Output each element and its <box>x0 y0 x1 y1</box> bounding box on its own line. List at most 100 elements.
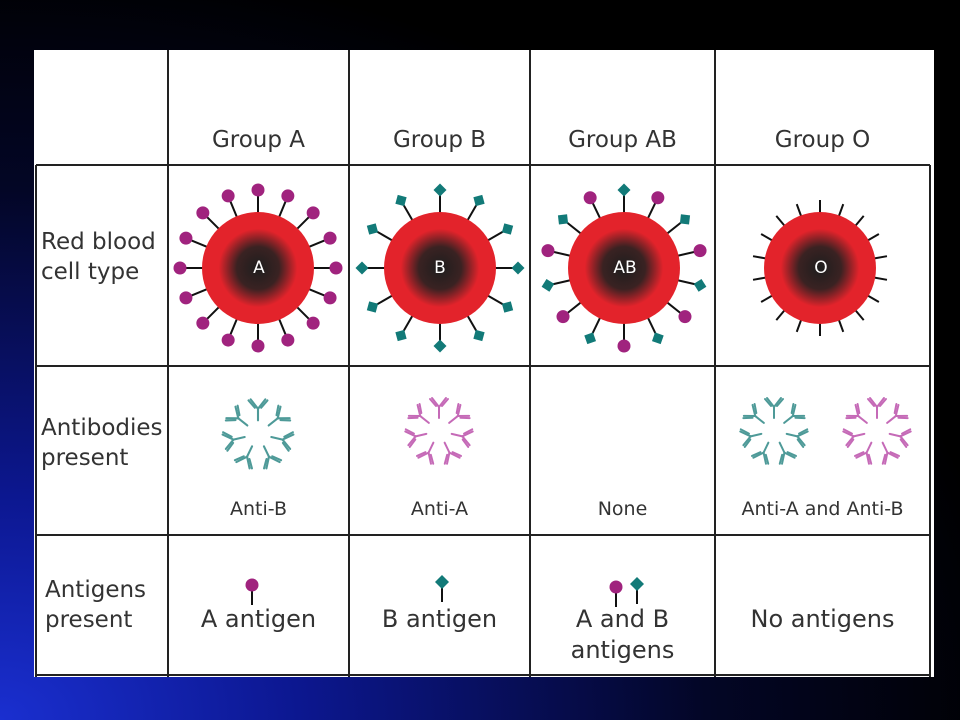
antigen-spike <box>866 294 880 303</box>
antibody-cluster-o-anti-b <box>739 397 809 465</box>
antigen-a-marker <box>556 310 570 324</box>
antibody-y <box>881 441 900 465</box>
antigen-b-marker <box>395 329 407 342</box>
antibody-y <box>233 445 254 470</box>
antibody-y <box>842 428 866 448</box>
row-label-antibodies: Antibodies present <box>41 415 163 471</box>
antigen-spike <box>760 233 774 242</box>
antibody-cluster-o-anti-a <box>842 397 912 465</box>
antibody-cluster-anti-b <box>221 398 295 470</box>
antigen-spike <box>866 233 880 242</box>
antigen-spike <box>752 276 767 281</box>
antibody-y <box>267 404 292 427</box>
antibody-y <box>407 403 430 424</box>
antigen-b-marker <box>541 279 555 292</box>
antibody-y <box>867 397 887 419</box>
antigen-a-marker <box>221 189 235 203</box>
antibody-y <box>764 397 784 419</box>
header-group-b: Group B <box>392 127 487 153</box>
antibody-label-ab: None <box>597 498 648 520</box>
antigen-b-marker <box>395 194 407 207</box>
antibody-y <box>845 403 868 424</box>
antibody-label-a: Anti-B <box>230 498 287 520</box>
antigen-b-marker <box>651 332 664 345</box>
antibody-y <box>270 431 295 452</box>
antigen-spike <box>873 276 888 281</box>
antigen-b-marker <box>617 183 631 197</box>
antibody-y <box>450 428 474 448</box>
antigen-a-marker <box>329 261 343 275</box>
legend-antigen-b-icon <box>435 575 449 602</box>
antibody-y <box>429 397 449 419</box>
antibody-y <box>888 428 912 448</box>
antigen-a-marker <box>281 189 295 203</box>
antibody-y <box>262 445 283 470</box>
antigen-b-marker <box>501 223 514 235</box>
cell-body <box>384 212 496 324</box>
blood-group-table: Group A Group B Group AB Group O Red blo… <box>34 50 934 677</box>
cell-label-a: A <box>253 258 265 278</box>
antigen-b-marker <box>679 214 691 225</box>
antigen-a-marker <box>251 339 265 353</box>
antigen-a-marker <box>196 206 210 220</box>
antibody-label-b: Anti-A <box>410 498 469 520</box>
antibody-label-o: Anti-A and Anti-B <box>741 498 904 520</box>
antigen-a-marker <box>306 206 320 220</box>
antibody-y <box>224 404 249 427</box>
antigen-a-marker <box>281 333 295 347</box>
cell-body <box>764 212 876 324</box>
antigen-b-marker <box>584 332 597 345</box>
antigen-a-marker <box>323 291 337 305</box>
table-grid <box>35 50 931 677</box>
cell-label-ab: AB <box>613 258 637 278</box>
antibody-y <box>854 441 873 465</box>
antigen-a-marker <box>583 191 597 205</box>
antigen-b-marker <box>433 183 447 197</box>
antigen-spike <box>775 308 787 321</box>
antigen-a-marker <box>651 191 665 205</box>
antigen-spike <box>853 308 865 321</box>
antigen-a-marker <box>323 231 337 245</box>
antigen-spike <box>853 215 865 228</box>
antibody-y <box>221 431 246 452</box>
legend-antigen-ab-b-icon <box>630 577 644 604</box>
antigen-a-marker <box>179 231 193 245</box>
header-group-o: Group O <box>774 127 871 153</box>
antigen-b-marker <box>366 301 379 313</box>
antigen-a-marker <box>617 339 631 353</box>
antigen-b-marker <box>433 339 447 353</box>
antigen-spike <box>760 294 774 303</box>
antigen-label-a: A antigen <box>200 605 317 633</box>
antigen-b-marker <box>511 261 525 275</box>
antigen-spike <box>795 203 803 218</box>
antibody-y <box>778 441 797 465</box>
antigen-a-marker <box>678 310 692 324</box>
antibody-y <box>751 441 770 465</box>
cell-label-o: O <box>814 258 828 278</box>
antigen-label-o: No antigens <box>750 605 895 633</box>
cell-drawings <box>173 183 912 607</box>
antigen-a-marker <box>693 244 707 258</box>
antigen-a-marker <box>173 261 187 275</box>
legend-antigen-a-icon <box>245 578 259 605</box>
antibody-y <box>742 403 765 424</box>
cell-body <box>568 212 680 324</box>
antibody-cluster-anti-a <box>404 397 474 465</box>
antigen-a-marker <box>306 316 320 330</box>
antigen-a-marker <box>196 316 210 330</box>
cell-label-b: B <box>434 258 446 278</box>
antigen-b-marker <box>501 301 514 313</box>
antigen-spike <box>795 318 803 333</box>
red-blood-cell-a <box>173 183 343 353</box>
antigen-label-ab: A and B antigens <box>570 605 675 664</box>
antibody-y <box>443 441 462 465</box>
antibody-y <box>785 428 809 448</box>
antibody-y <box>416 441 435 465</box>
antigen-spike <box>873 255 888 260</box>
antibody-y <box>404 428 428 448</box>
antigen-a-marker <box>221 333 235 347</box>
antigen-b-marker <box>366 223 379 235</box>
antigen-b-marker <box>473 329 485 342</box>
antibody-y <box>886 403 909 424</box>
cell-body <box>202 212 314 324</box>
